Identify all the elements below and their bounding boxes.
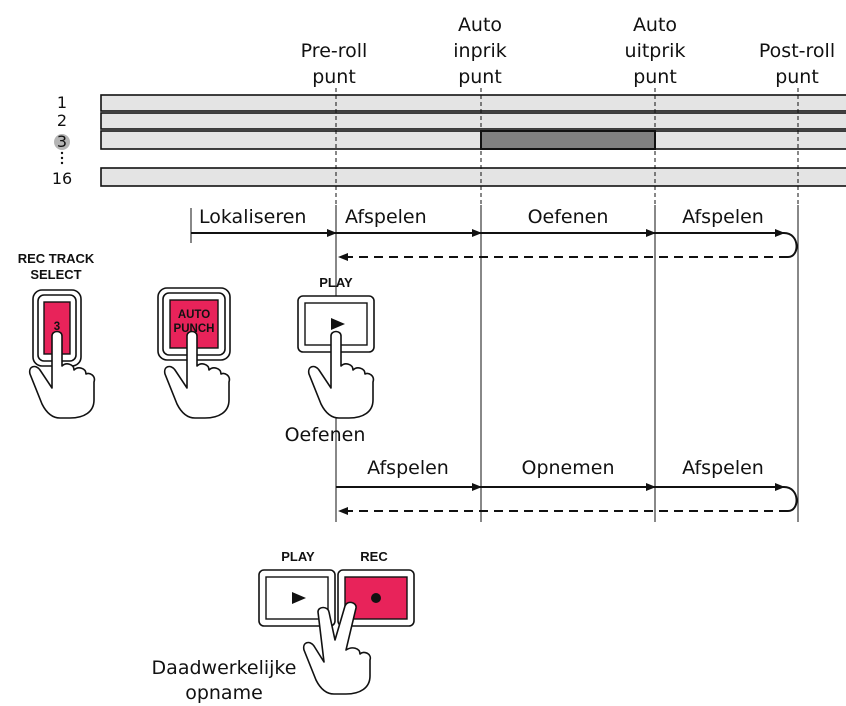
track-lanes bbox=[100, 94, 846, 187]
svg-text:Oefenen: Oefenen bbox=[285, 424, 366, 446]
svg-text:REC TRACK: REC TRACK bbox=[18, 251, 95, 266]
svg-text:Afspelen: Afspelen bbox=[682, 457, 764, 479]
svg-text:3: 3 bbox=[54, 321, 60, 333]
recording-flow: Afspelen Opnemen Afspelen bbox=[336, 457, 798, 515]
svg-text:Afspelen: Afspelen bbox=[345, 206, 427, 228]
preroll-label: Pre-roll punt bbox=[301, 40, 368, 88]
punch-in-label: Auto inprik punt bbox=[453, 14, 506, 88]
svg-text:Daadwerkelijke: Daadwerkelijke bbox=[152, 657, 297, 679]
svg-text:3: 3 bbox=[57, 132, 67, 151]
postroll-label: Post-roll punt bbox=[759, 40, 835, 88]
svg-text:punt: punt bbox=[633, 66, 677, 88]
svg-text:Pre-roll: Pre-roll bbox=[301, 40, 368, 62]
svg-text:REC: REC bbox=[360, 549, 388, 564]
rehearsal-flow: Lokaliseren Afspelen Oefenen Afspelen bbox=[190, 206, 798, 261]
svg-text:Oefenen: Oefenen bbox=[528, 206, 609, 228]
track-lane-16 bbox=[100, 167, 846, 187]
svg-text:Auto: Auto bbox=[633, 14, 677, 36]
auto-punch-key[interactable]: AUTO PUNCH bbox=[157, 287, 231, 419]
svg-text:16: 16 bbox=[52, 169, 72, 188]
track-lane-2 bbox=[100, 112, 846, 130]
svg-text:Lokaliseren: Lokaliseren bbox=[199, 206, 306, 228]
play-key[interactable]: PLAY Oefenen bbox=[285, 275, 375, 446]
track-lane-3 bbox=[100, 130, 846, 150]
svg-text:PUNCH: PUNCH bbox=[174, 323, 215, 335]
svg-text:PLAY: PLAY bbox=[281, 549, 315, 564]
two-finger-hand-icon bbox=[302, 601, 372, 695]
pointing-hand-icon bbox=[28, 330, 96, 419]
svg-text:1: 1 bbox=[57, 93, 67, 112]
play-icon bbox=[331, 318, 345, 330]
svg-text:Afspelen: Afspelen bbox=[682, 206, 764, 228]
svg-text:2: 2 bbox=[57, 111, 67, 130]
pointing-hand-icon bbox=[163, 330, 231, 419]
punch-region bbox=[480, 130, 656, 150]
svg-text:opname: opname bbox=[185, 682, 263, 704]
svg-text:punt: punt bbox=[775, 66, 819, 88]
play-icon bbox=[292, 592, 306, 604]
svg-text:SELECT: SELECT bbox=[30, 267, 81, 282]
svg-text:Opnemen: Opnemen bbox=[522, 457, 615, 479]
svg-text:Auto: Auto bbox=[458, 14, 502, 36]
rec-track-select-key[interactable]: REC TRACK SELECT 3 bbox=[18, 251, 96, 419]
svg-text:AUTO: AUTO bbox=[178, 309, 210, 321]
record-dot-icon bbox=[371, 593, 381, 603]
svg-text:PLAY: PLAY bbox=[319, 275, 353, 290]
svg-text:punt: punt bbox=[312, 66, 356, 88]
track-numbers: 1 2 3 16 bbox=[52, 93, 72, 188]
svg-text:punt: punt bbox=[458, 66, 502, 88]
pointing-hand-icon bbox=[307, 330, 375, 419]
svg-text:Afspelen: Afspelen bbox=[367, 457, 449, 479]
punch-out-label: Auto uitprik punt bbox=[625, 14, 686, 88]
track-lane-1 bbox=[100, 94, 846, 112]
selected-track-indicator bbox=[54, 134, 70, 150]
svg-text:inprik: inprik bbox=[453, 40, 506, 62]
svg-text:Post-roll: Post-roll bbox=[759, 40, 835, 62]
play-rec-keys[interactable]: PLAY REC Daadwerkelijke opname bbox=[152, 549, 415, 704]
svg-text:uitprik: uitprik bbox=[625, 40, 686, 62]
